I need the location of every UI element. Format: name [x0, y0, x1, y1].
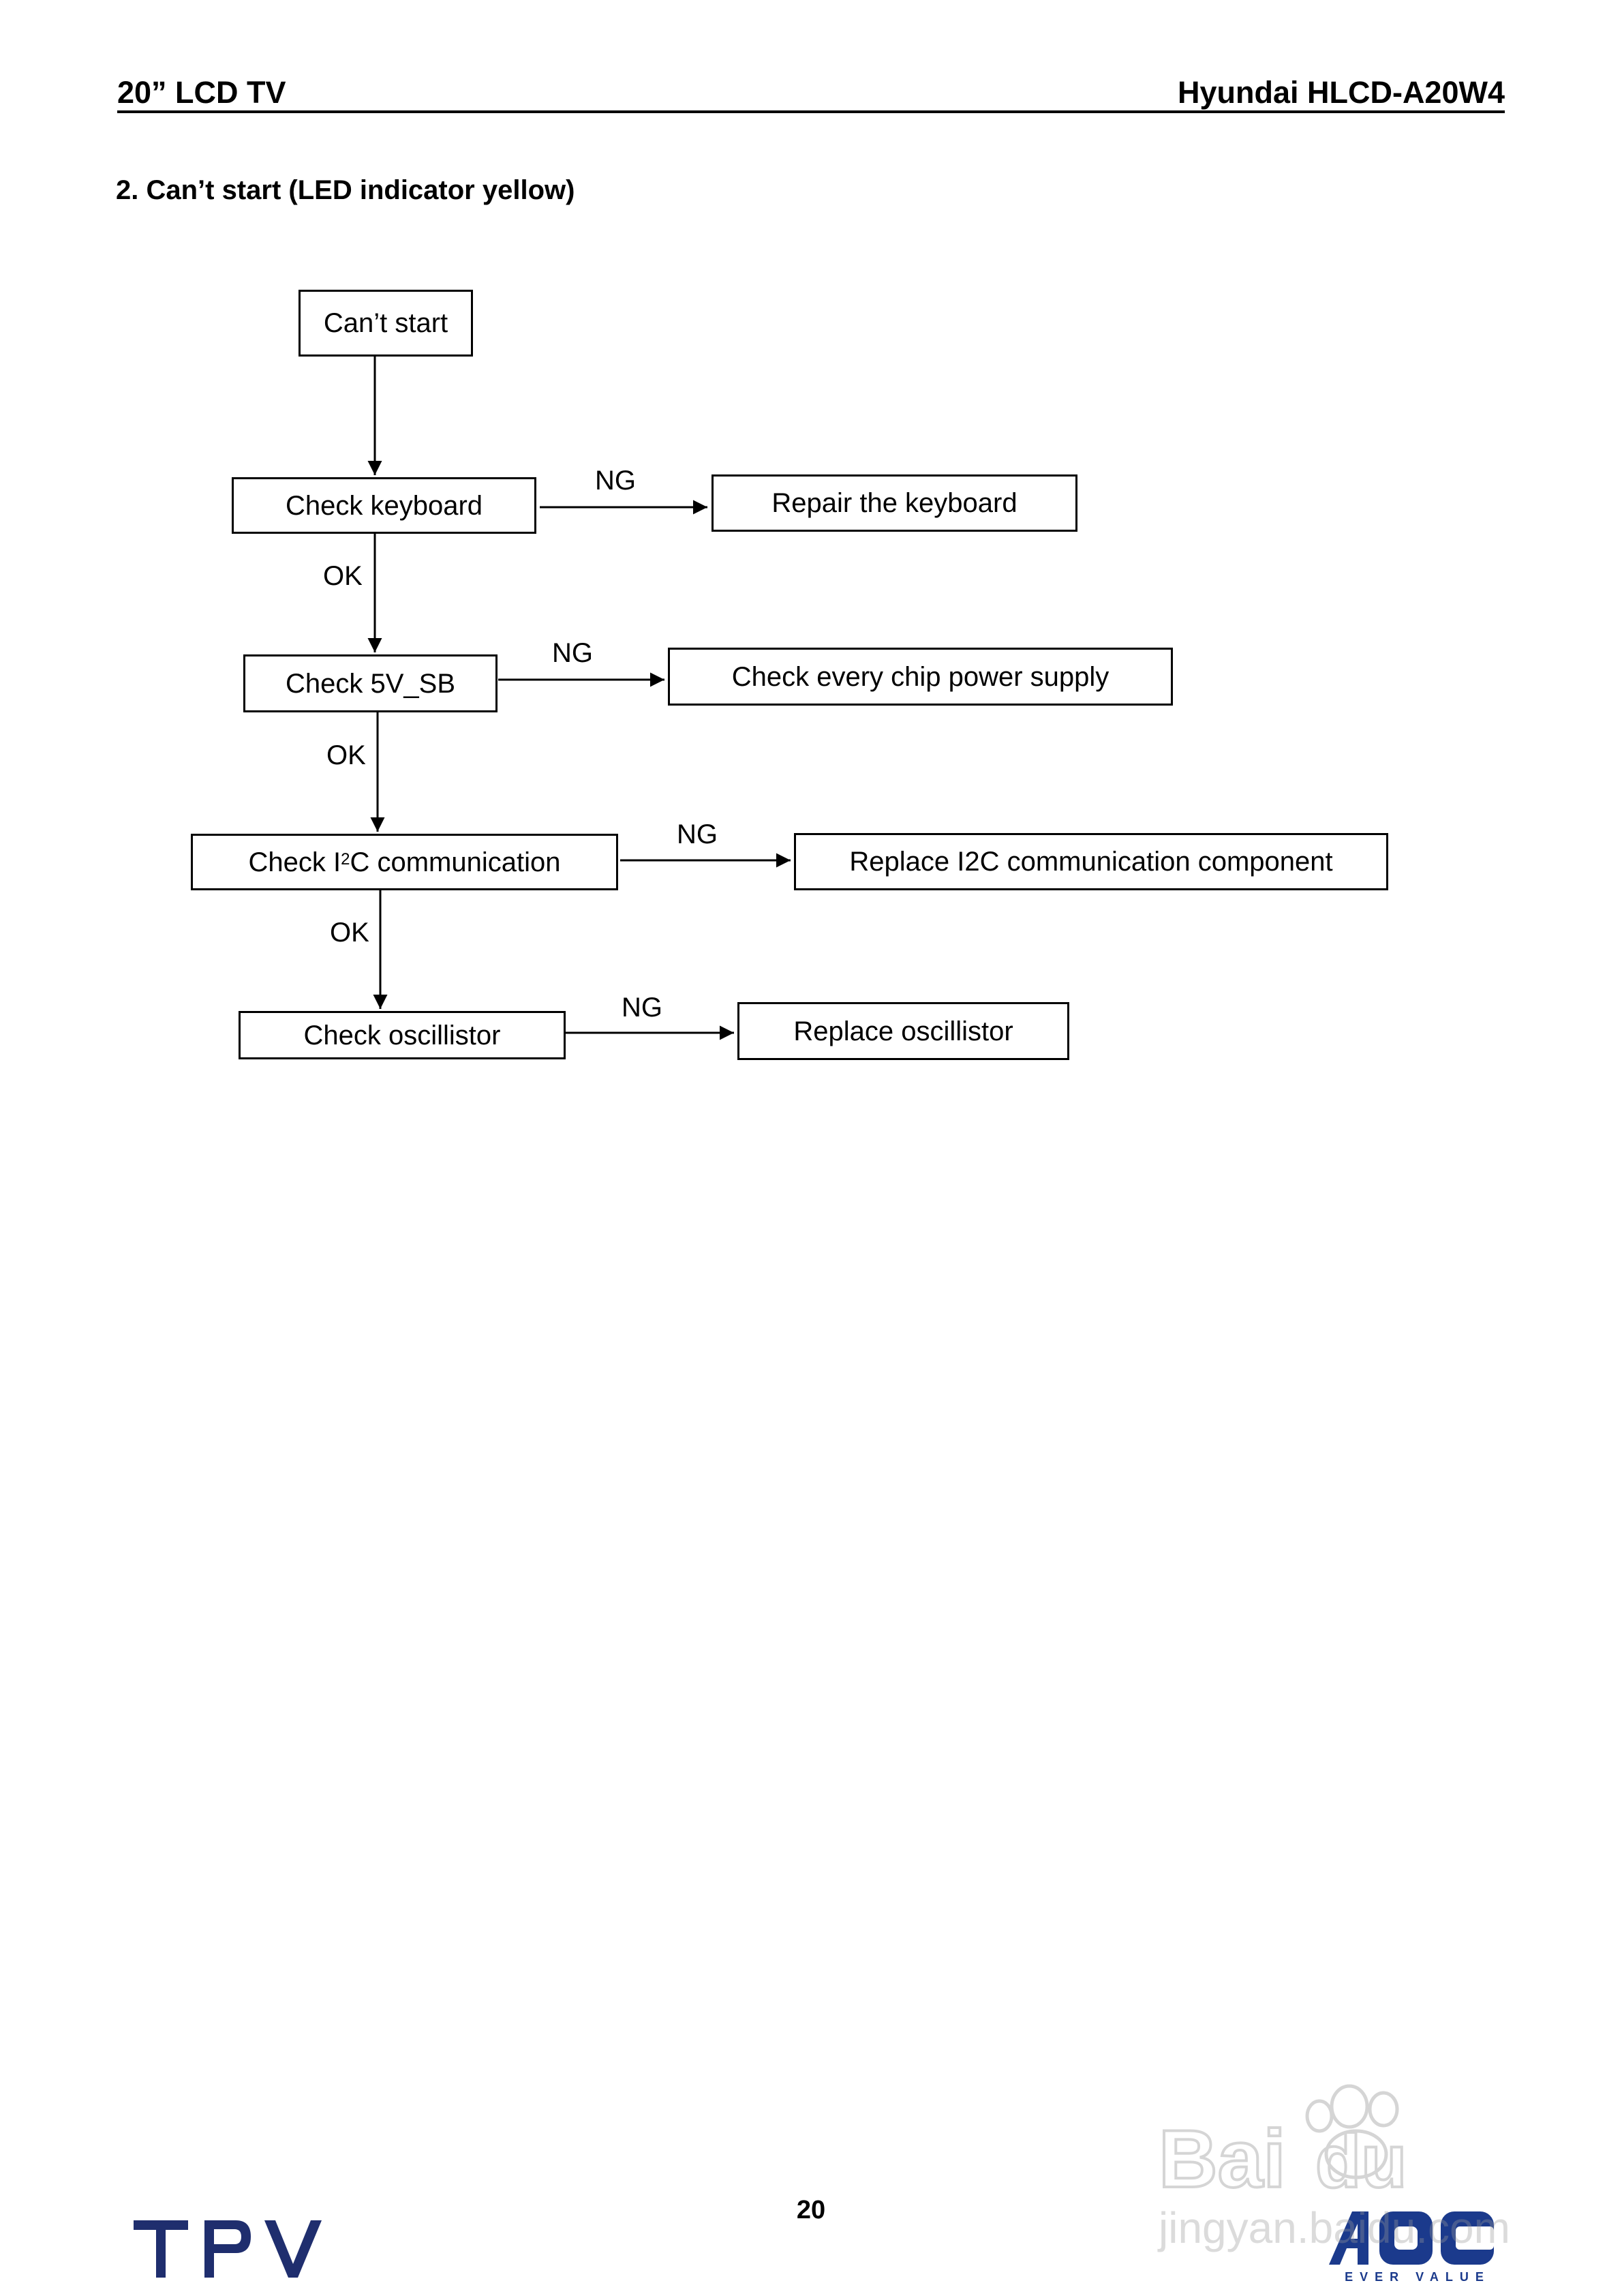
svg-text:du: du	[1315, 2119, 1407, 2203]
label-ng-i2c: NG	[677, 819, 718, 849]
box-replace-i2c: Replace I2C communication component	[794, 833, 1388, 890]
box-check-chip-power: Check every chip power supply	[668, 648, 1173, 706]
aoc-logo-tagline: EVER VALUE	[1345, 2270, 1490, 2284]
label-ng-keyboard: NG	[595, 466, 636, 496]
page-number: 20	[796, 2196, 826, 2224]
box-repair-keyboard: Repair the keyboard	[711, 474, 1077, 532]
box-replace-oscillistor: Replace oscillistor	[737, 1002, 1069, 1060]
box-check-keyboard: Check keyboard	[232, 477, 536, 534]
label-ng-5vsb: NG	[552, 638, 593, 668]
aoc-logo: EVER VALUE	[1329, 2211, 1494, 2284]
svg-text:jingyan.baidu.com: jingyan.baidu.com	[1157, 2203, 1510, 2252]
i2c-label-superscript: 2	[341, 849, 350, 868]
tpv-logo	[134, 2220, 322, 2278]
box-cant-start: Can’t start	[299, 290, 473, 357]
svg-text:Bai: Bai	[1159, 2113, 1286, 2205]
header-rule	[117, 110, 1505, 113]
label-ok-5vsb: OK	[326, 740, 366, 770]
box-check-5vsb: Check 5V_SB	[243, 654, 498, 712]
box-check-oscillistor: Check oscillistor	[239, 1011, 566, 1059]
header-right-title: Hyundai HLCD-A20W4	[1177, 75, 1505, 110]
i2c-label-prefix: Check I	[248, 847, 341, 877]
baidu-watermark: Bai du jingyan.baidu.com	[1157, 2084, 1510, 2252]
i2c-label-suffix: C communication	[350, 847, 561, 877]
label-ng-oscillistor: NG	[622, 993, 662, 1023]
flowchart-connectors	[367, 357, 791, 1040]
section-title: 2. Can’t start (LED indicator yellow)	[116, 175, 575, 205]
header-left-title: 20” LCD TV	[117, 75, 286, 110]
label-ok-i2c: OK	[330, 918, 369, 948]
label-ok-keyboard: OK	[323, 561, 363, 591]
